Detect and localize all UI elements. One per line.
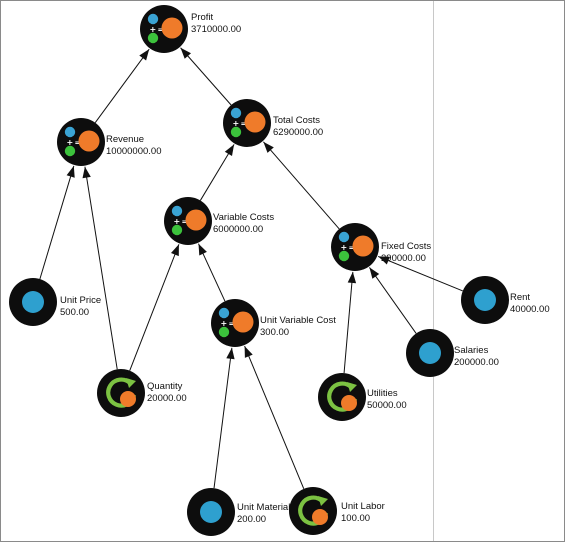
label-unit-labor: Unit Labor 100.00 — [341, 501, 385, 524]
node-profit[interactable]: += — [140, 5, 188, 53]
svg-text:=: = — [229, 319, 236, 328]
node-fixed-costs[interactable]: += — [331, 223, 379, 271]
node-fixed-costs-value: 290000.00 — [381, 252, 426, 264]
node-profit-name: Profit — [191, 12, 214, 23]
cycle-icon — [327, 381, 358, 412]
node-utilities-value: 50000.00 — [367, 399, 407, 411]
node-salaries-name: Salaries — [454, 345, 489, 356]
node-quantity-name: Quantity — [147, 381, 183, 392]
edge-unit_var_cost-to-variable_costs — [198, 243, 226, 302]
node-salaries[interactable] — [406, 329, 454, 377]
node-revenue-value: 10000000.00 — [106, 145, 162, 157]
svg-text:=: = — [75, 138, 82, 147]
cycle-icon — [106, 377, 137, 408]
calculator-icon: += — [147, 13, 183, 44]
svg-text:=: = — [182, 217, 189, 226]
node-profit-value: 3710000.00 — [191, 23, 242, 35]
edge-revenue-to-profit — [94, 48, 150, 123]
input-dot-icon — [474, 289, 496, 311]
node-rent[interactable] — [461, 276, 509, 324]
edge-rent-to-fixed_costs — [377, 255, 463, 292]
svg-text:=: = — [349, 243, 356, 252]
svg-text:+: + — [67, 138, 74, 147]
edge-quantity-to-variable_costs — [129, 244, 180, 371]
node-quantity-value: 20000.00 — [147, 392, 187, 404]
edge-salaries-to-fixed_costs — [369, 267, 417, 334]
node-unit-labor-value: 100.00 — [341, 512, 371, 524]
edge-utilities-to-fixed_costs — [343, 271, 357, 374]
svg-text:+: + — [174, 217, 181, 226]
svg-text:=: = — [241, 119, 248, 128]
node-revenue-name: Revenue — [106, 134, 145, 145]
node-total-costs[interactable]: += — [223, 99, 271, 147]
svg-text:+: + — [150, 25, 157, 34]
edge-variable_costs-to-total_costs — [199, 144, 235, 201]
node-variable-costs[interactable]: += — [164, 197, 212, 245]
node-variable-costs-name: Variable Costs — [213, 212, 275, 223]
node-unit-variable-cost-name: Unit Variable Cost — [260, 315, 336, 326]
label-unit-price: Unit Price 500.00 — [60, 295, 101, 318]
node-unit-material[interactable] — [187, 488, 235, 536]
input-dot-icon — [419, 342, 441, 364]
node-revenue[interactable]: += — [57, 118, 105, 166]
label-fixed-costs: Fixed Costs 290000.00 — [381, 241, 431, 264]
node-utilities[interactable] — [318, 373, 366, 421]
edge-unit_labor-to-unit_var_cost — [244, 345, 305, 490]
node-variable-costs-value: 6000000.00 — [213, 223, 264, 235]
label-rent: Rent 40000.00 — [510, 292, 550, 315]
node-total-costs-value: 6290000.00 — [273, 126, 324, 138]
calculator-icon: += — [64, 126, 100, 157]
node-total-costs-name: Total Costs — [273, 115, 320, 126]
node-rent-value: 40000.00 — [510, 303, 550, 315]
label-profit: Profit 3710000.00 — [191, 12, 241, 35]
svg-text:+: + — [341, 243, 348, 252]
node-quantity[interactable] — [97, 369, 145, 417]
label-unit-material: Unit Material 200.00 — [237, 502, 290, 525]
edge-quantity-to-revenue — [82, 166, 118, 370]
edge-unit_price-to-revenue — [39, 165, 75, 280]
label-quantity: Quantity 20000.00 — [147, 381, 187, 404]
calculator-icon: += — [230, 107, 266, 138]
node-unit-labor[interactable] — [289, 487, 337, 535]
label-total-costs: Total Costs 6290000.00 — [273, 115, 323, 138]
node-unit-price[interactable] — [9, 278, 57, 326]
input-dot-icon — [200, 501, 222, 523]
node-unit-price-value: 500.00 — [60, 306, 90, 318]
svg-text:=: = — [158, 25, 165, 34]
calculator-icon: += — [218, 307, 254, 338]
panel-divider — [433, 1, 434, 541]
label-revenue: Revenue 10000000.00 — [106, 134, 161, 157]
label-utilities: Utilities 50000.00 — [367, 388, 407, 411]
node-fixed-costs-name: Fixed Costs — [381, 241, 432, 252]
node-unit-variable-cost[interactable]: += — [211, 299, 259, 347]
calculator-icon: += — [171, 205, 207, 236]
edge-unit_material-to-unit_var_cost — [213, 347, 235, 489]
node-unit-variable-cost-value: 300.00 — [260, 326, 290, 338]
svg-text:+: + — [221, 319, 228, 328]
node-unit-labor-name: Unit Labor — [341, 501, 385, 512]
label-variable-costs: Variable Costs 6000000.00 — [213, 212, 274, 235]
label-unit-variable-cost: Unit Variable Cost 300.00 — [260, 315, 336, 338]
cycle-icon — [298, 495, 329, 526]
edge-fixed_costs-to-total_costs — [263, 141, 340, 230]
input-dot-icon — [22, 291, 44, 313]
node-salaries-value: 200000.00 — [454, 356, 499, 368]
node-rent-name: Rent — [510, 292, 531, 303]
svg-text:+: + — [233, 119, 240, 128]
edge-total_costs-to-profit — [180, 47, 232, 106]
node-utilities-name: Utilities — [367, 388, 398, 399]
label-salaries: Salaries 200000.00 — [454, 345, 499, 368]
node-unit-material-value: 200.00 — [237, 513, 267, 525]
calculator-icon: += — [338, 231, 374, 262]
node-unit-price-name: Unit Price — [60, 295, 102, 306]
node-unit-material-name: Unit Material — [237, 502, 291, 513]
